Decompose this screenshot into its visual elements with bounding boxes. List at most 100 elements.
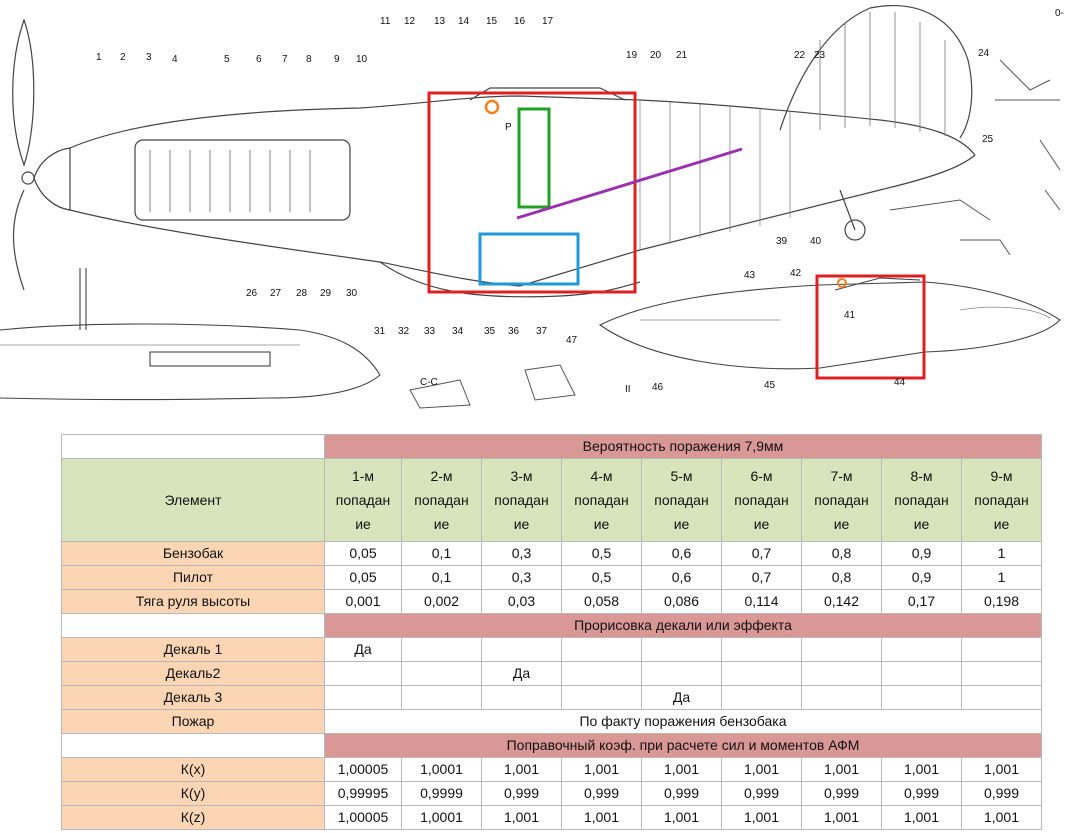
value-cell: 1,001 [961,805,1042,830]
callout-number: 17 [542,16,554,27]
value-cell: 0,7 [721,541,802,566]
value-cell [961,685,1042,710]
value-cell: Да [641,685,722,710]
value-cell [801,661,882,686]
callout-number: 1 [96,52,102,63]
value-cell: 1,00005 [324,805,402,830]
value-cell [324,685,402,710]
fire-row-text: По факту поражения бензобака [324,709,1042,734]
value-cell [881,637,962,662]
callout-number: 29 [320,288,332,299]
value-cell: 1,001 [881,805,962,830]
pilot-seat-highlight [517,107,551,209]
value-cell: 0,99995 [324,781,402,806]
detail-sketches [409,59,1061,409]
blank-cell [61,613,325,638]
callout-number: 40 [810,236,822,247]
callout-number: 28 [296,288,308,299]
value-cell: 0,9 [881,565,962,590]
value-cell: 0,114 [721,589,802,614]
callout-number: 5 [224,54,230,65]
value-cell: 0,002 [401,589,482,614]
callout-number: 23 [814,50,826,61]
value-cell: 1,001 [641,757,722,782]
section-label-cc: С-С [420,377,438,388]
value-cell: Да [324,637,402,662]
value-cell: 0,8 [801,565,882,590]
value-cell: 1,0001 [401,757,482,782]
value-cell: 0,5 [561,565,642,590]
placard-label: Р [505,122,512,133]
value-cell: 0,6 [641,565,722,590]
callout-number: 36 [508,326,520,337]
group-title-probability: Вероятность поражения 7,9мм [324,434,1042,459]
callout-number: 33 [424,326,436,337]
value-cell [561,685,642,710]
value-cell: 1 [961,565,1042,590]
value-cell: 1,001 [561,757,642,782]
value-cell: 1,001 [721,757,802,782]
value-cell: 0,999 [961,781,1042,806]
value-cell: 1,001 [961,757,1042,782]
row-label: К(x) [61,757,325,782]
callout-number: 16 [514,16,526,27]
callout-number: 37 [536,326,548,337]
callout-number: 43 [744,270,756,281]
callout-number: 30 [346,288,358,299]
row-label: К(z) [61,805,325,830]
row-label: Декаль 3 [61,685,325,710]
value-cell: 1,001 [801,757,882,782]
fire-row: Пожар По факту поражения бензобака [61,709,1042,734]
row-label: Тяга руля высоты [61,589,325,614]
callout-number: 31 [374,326,386,337]
sheet-mark: 0- [1055,8,1064,19]
value-cell: 0,142 [801,589,882,614]
callout-number: 4 [172,54,178,65]
value-cell: Да [481,661,562,686]
value-cell [721,661,802,686]
value-cell [561,637,642,662]
value-cell [324,661,402,686]
callout-number: 24 [978,48,990,59]
value-cell: 1,001 [481,757,562,782]
value-cell [641,661,722,686]
value-cell: 0,999 [721,781,802,806]
blank-cell [61,733,325,758]
value-cell: 0,1 [401,565,482,590]
value-cell: 0,999 [561,781,642,806]
row-label: Бензобак [61,541,325,566]
value-cell [401,637,482,662]
callout-number: 34 [452,326,464,337]
callout-number: 7 [282,54,288,65]
callout-number: 11 [380,16,391,27]
value-cell [881,685,962,710]
value-cell: 0,058 [561,589,642,614]
value-cell [801,685,882,710]
value-cell [721,685,802,710]
value-cell [401,661,482,686]
callout-number: 32 [398,326,410,337]
value-cell: 0,086 [641,589,722,614]
callout-number: 12 [404,16,416,27]
main-fuselage-outline [12,5,976,298]
element-header: Элемент [61,458,325,542]
callout-number: 41 [844,310,856,321]
section-label-ii: II [625,384,631,395]
value-cell [481,685,562,710]
value-cell: 0,999 [801,781,882,806]
callout-number: 27 [270,288,282,299]
callout-number: 8 [306,54,312,65]
